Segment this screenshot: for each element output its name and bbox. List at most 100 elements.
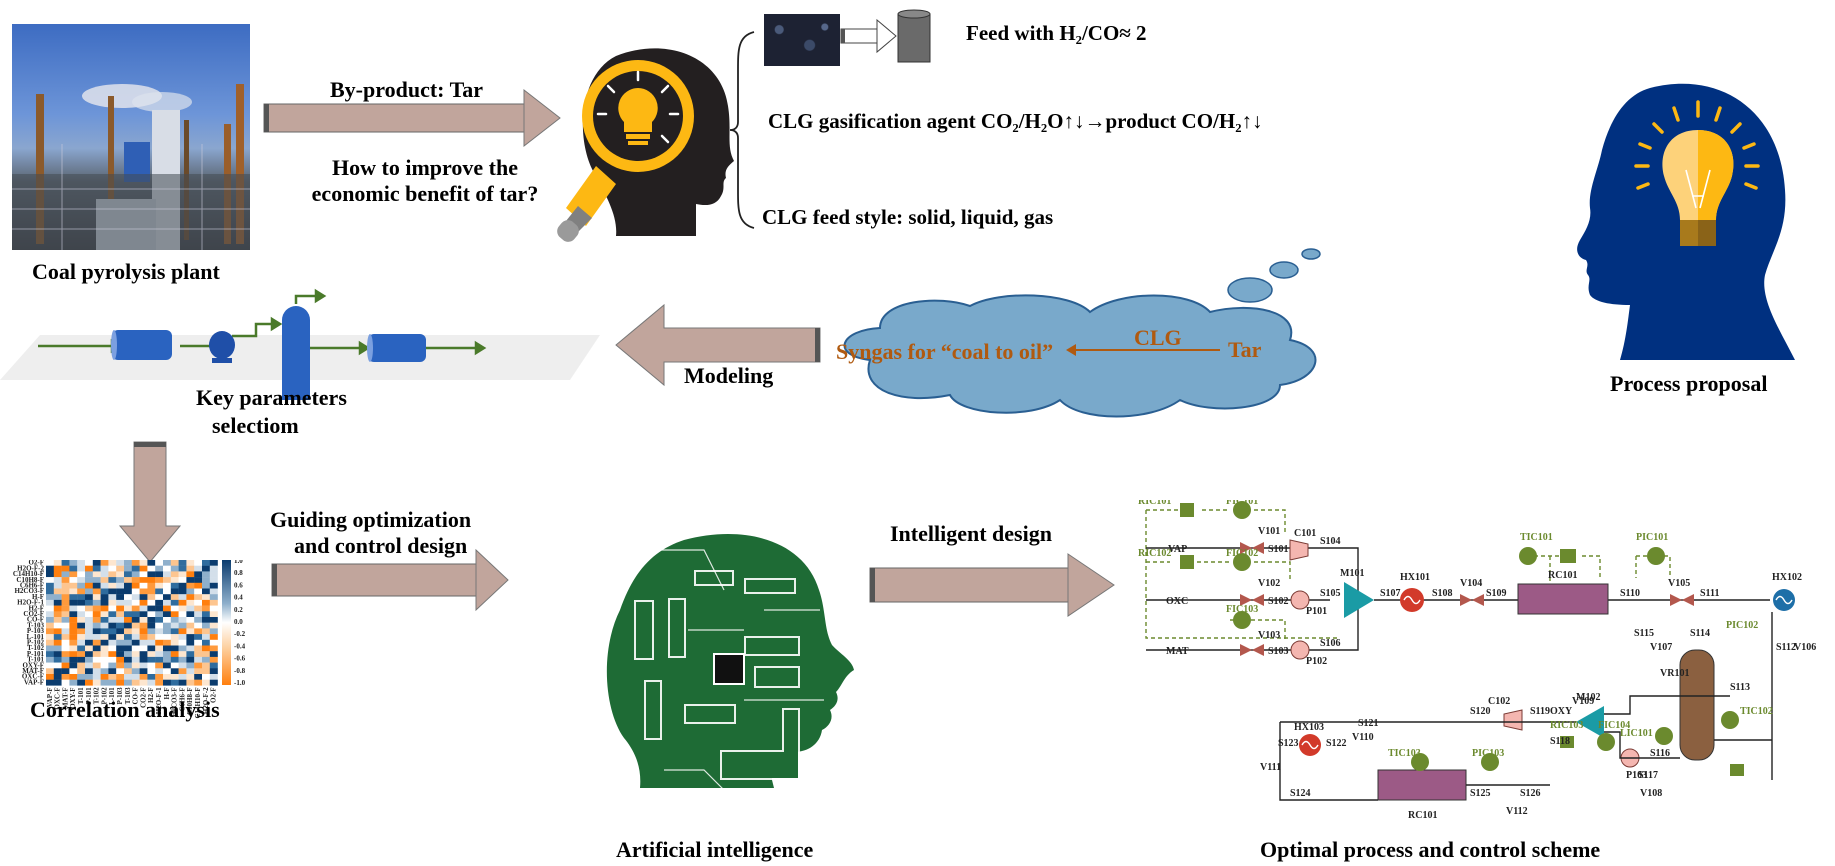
heatmap-cell: [163, 594, 171, 601]
svg-text:V104: V104: [1460, 578, 1482, 589]
heatmap-cell: [147, 560, 156, 566]
heatmap-cell: [100, 656, 109, 663]
heatmap-cell: [85, 605, 93, 612]
byproduct-arrow: [263, 88, 561, 148]
heatmap-cell: [46, 582, 54, 589]
heatmap-cell: [139, 662, 148, 669]
heatmap-cell: [131, 656, 140, 663]
heatmap-cell: [116, 622, 125, 629]
heatmap-cell: [139, 605, 148, 612]
heatmap-cell: [178, 588, 187, 595]
heatmap-cell: [69, 582, 78, 589]
heatmap-cell: [147, 565, 156, 572]
svg-text:S103: S103: [1268, 646, 1289, 657]
heatmap-cell: [100, 611, 109, 618]
heatmap-row-label: CO2-F: [23, 610, 44, 618]
heatmap-col-label: P-101: [85, 687, 93, 705]
svg-text:S111: S111: [1700, 588, 1719, 599]
heatmap-cell: [116, 674, 125, 680]
heatmap-cell: [116, 582, 125, 589]
svg-text:V112: V112: [1506, 806, 1528, 817]
heatmap-cell: [100, 599, 109, 606]
heatmap-cell: [53, 565, 62, 572]
heatmap-cell: [170, 560, 179, 566]
heatmap-row-label: H2O-F-1: [17, 599, 44, 607]
heatmap-cell: [61, 588, 70, 595]
heatmap-cell: [163, 571, 171, 578]
heatmap-cell: [202, 656, 210, 663]
svg-text:PIC101: PIC101: [1636, 532, 1668, 543]
cloud-tar-text: Tar: [1228, 337, 1262, 362]
heatmap-cell: [209, 582, 218, 589]
heatmap-cell: [186, 560, 195, 566]
heatmap-cell: [108, 611, 117, 618]
heatmap-row-label: L-101: [27, 633, 45, 641]
heatmap-cell: [77, 582, 86, 589]
heatmap-cell: [139, 565, 148, 572]
heatmap-cell: [155, 599, 164, 606]
svg-text:FIC103: FIC103: [1226, 604, 1258, 615]
heatmap-cell: [46, 594, 54, 601]
heatmap-row-label: T-101: [27, 656, 44, 664]
heatmap-cell: [100, 651, 109, 658]
heatmap-cell: [147, 577, 156, 583]
heatmap-cell: [178, 622, 187, 629]
heatmap-cell: [131, 594, 140, 601]
heatmap-cell: [53, 605, 62, 612]
key-params-line2: selectiom: [212, 413, 299, 438]
heatmap-cell: [194, 617, 203, 623]
heatmap-cell: [186, 674, 195, 680]
heatmap-cell: [92, 594, 101, 601]
heatmap-cell: [100, 588, 109, 595]
heatmap-cell: [124, 622, 132, 629]
heatmap-cell: [170, 662, 179, 669]
options-brace: [730, 31, 755, 229]
heatmap-cell: [100, 634, 109, 640]
heatmap-cell: [46, 605, 54, 612]
heatmap-cell: [61, 605, 70, 612]
colorbar-tick: 0.8: [234, 569, 243, 577]
heatmap-cell: [108, 634, 117, 640]
gasification-agent-label: CLG gasification agent CO₂/H₂O↑↓→product…: [768, 109, 1263, 133]
heatmap-cell: [92, 565, 101, 572]
heatmap-cell: [116, 639, 125, 646]
svg-text:VAP: VAP: [1168, 544, 1187, 555]
heatmap-cell: [100, 674, 109, 680]
heatmap-cell: [61, 651, 70, 658]
heatmap-cell: [61, 639, 70, 646]
heatmap-cell: [131, 582, 140, 589]
heatmap-row-label: H2-F: [28, 604, 44, 612]
heatmap-cell: [155, 645, 164, 652]
heatmap-row-label: T-103: [27, 621, 44, 629]
heatmap-cell: [108, 639, 117, 646]
heatmap-col-label: O2-F: [210, 687, 218, 703]
heatmap-cell: [170, 668, 179, 675]
heatmap-cell: [202, 622, 210, 629]
heatmap-cell: [209, 645, 218, 652]
heatmap-cell: [202, 565, 210, 572]
heatmap-cell: [108, 662, 117, 669]
heatmap-cell: [209, 668, 218, 675]
heatmap-cell: [77, 651, 86, 658]
heatmap-cell: [139, 571, 148, 578]
heatmap-cell: [61, 599, 70, 606]
heatmap-cell: [85, 588, 93, 595]
heatmap-cell: [147, 628, 156, 635]
heatmap-cell: [194, 577, 203, 583]
heatmap-cell: [155, 639, 164, 646]
heatmap-cell: [163, 639, 171, 646]
heatmap-cell: [116, 560, 125, 566]
heatmap-cell: [163, 651, 171, 658]
heatmap-cell: [131, 588, 140, 595]
heatmap-cell: [209, 622, 218, 629]
heatmap-cell: [77, 639, 86, 646]
heatmap-cell: [116, 565, 125, 572]
svg-text:P103: P103: [1626, 770, 1647, 781]
heatmap-cell: [202, 645, 210, 652]
heatmap-cell: [92, 588, 101, 595]
heatmap-cell: [100, 594, 109, 601]
key-params-down-arrow: [118, 441, 182, 563]
heatmap-cell: [69, 651, 78, 658]
heatmap-cell: [92, 662, 101, 669]
heatmap-cell: [147, 617, 156, 623]
